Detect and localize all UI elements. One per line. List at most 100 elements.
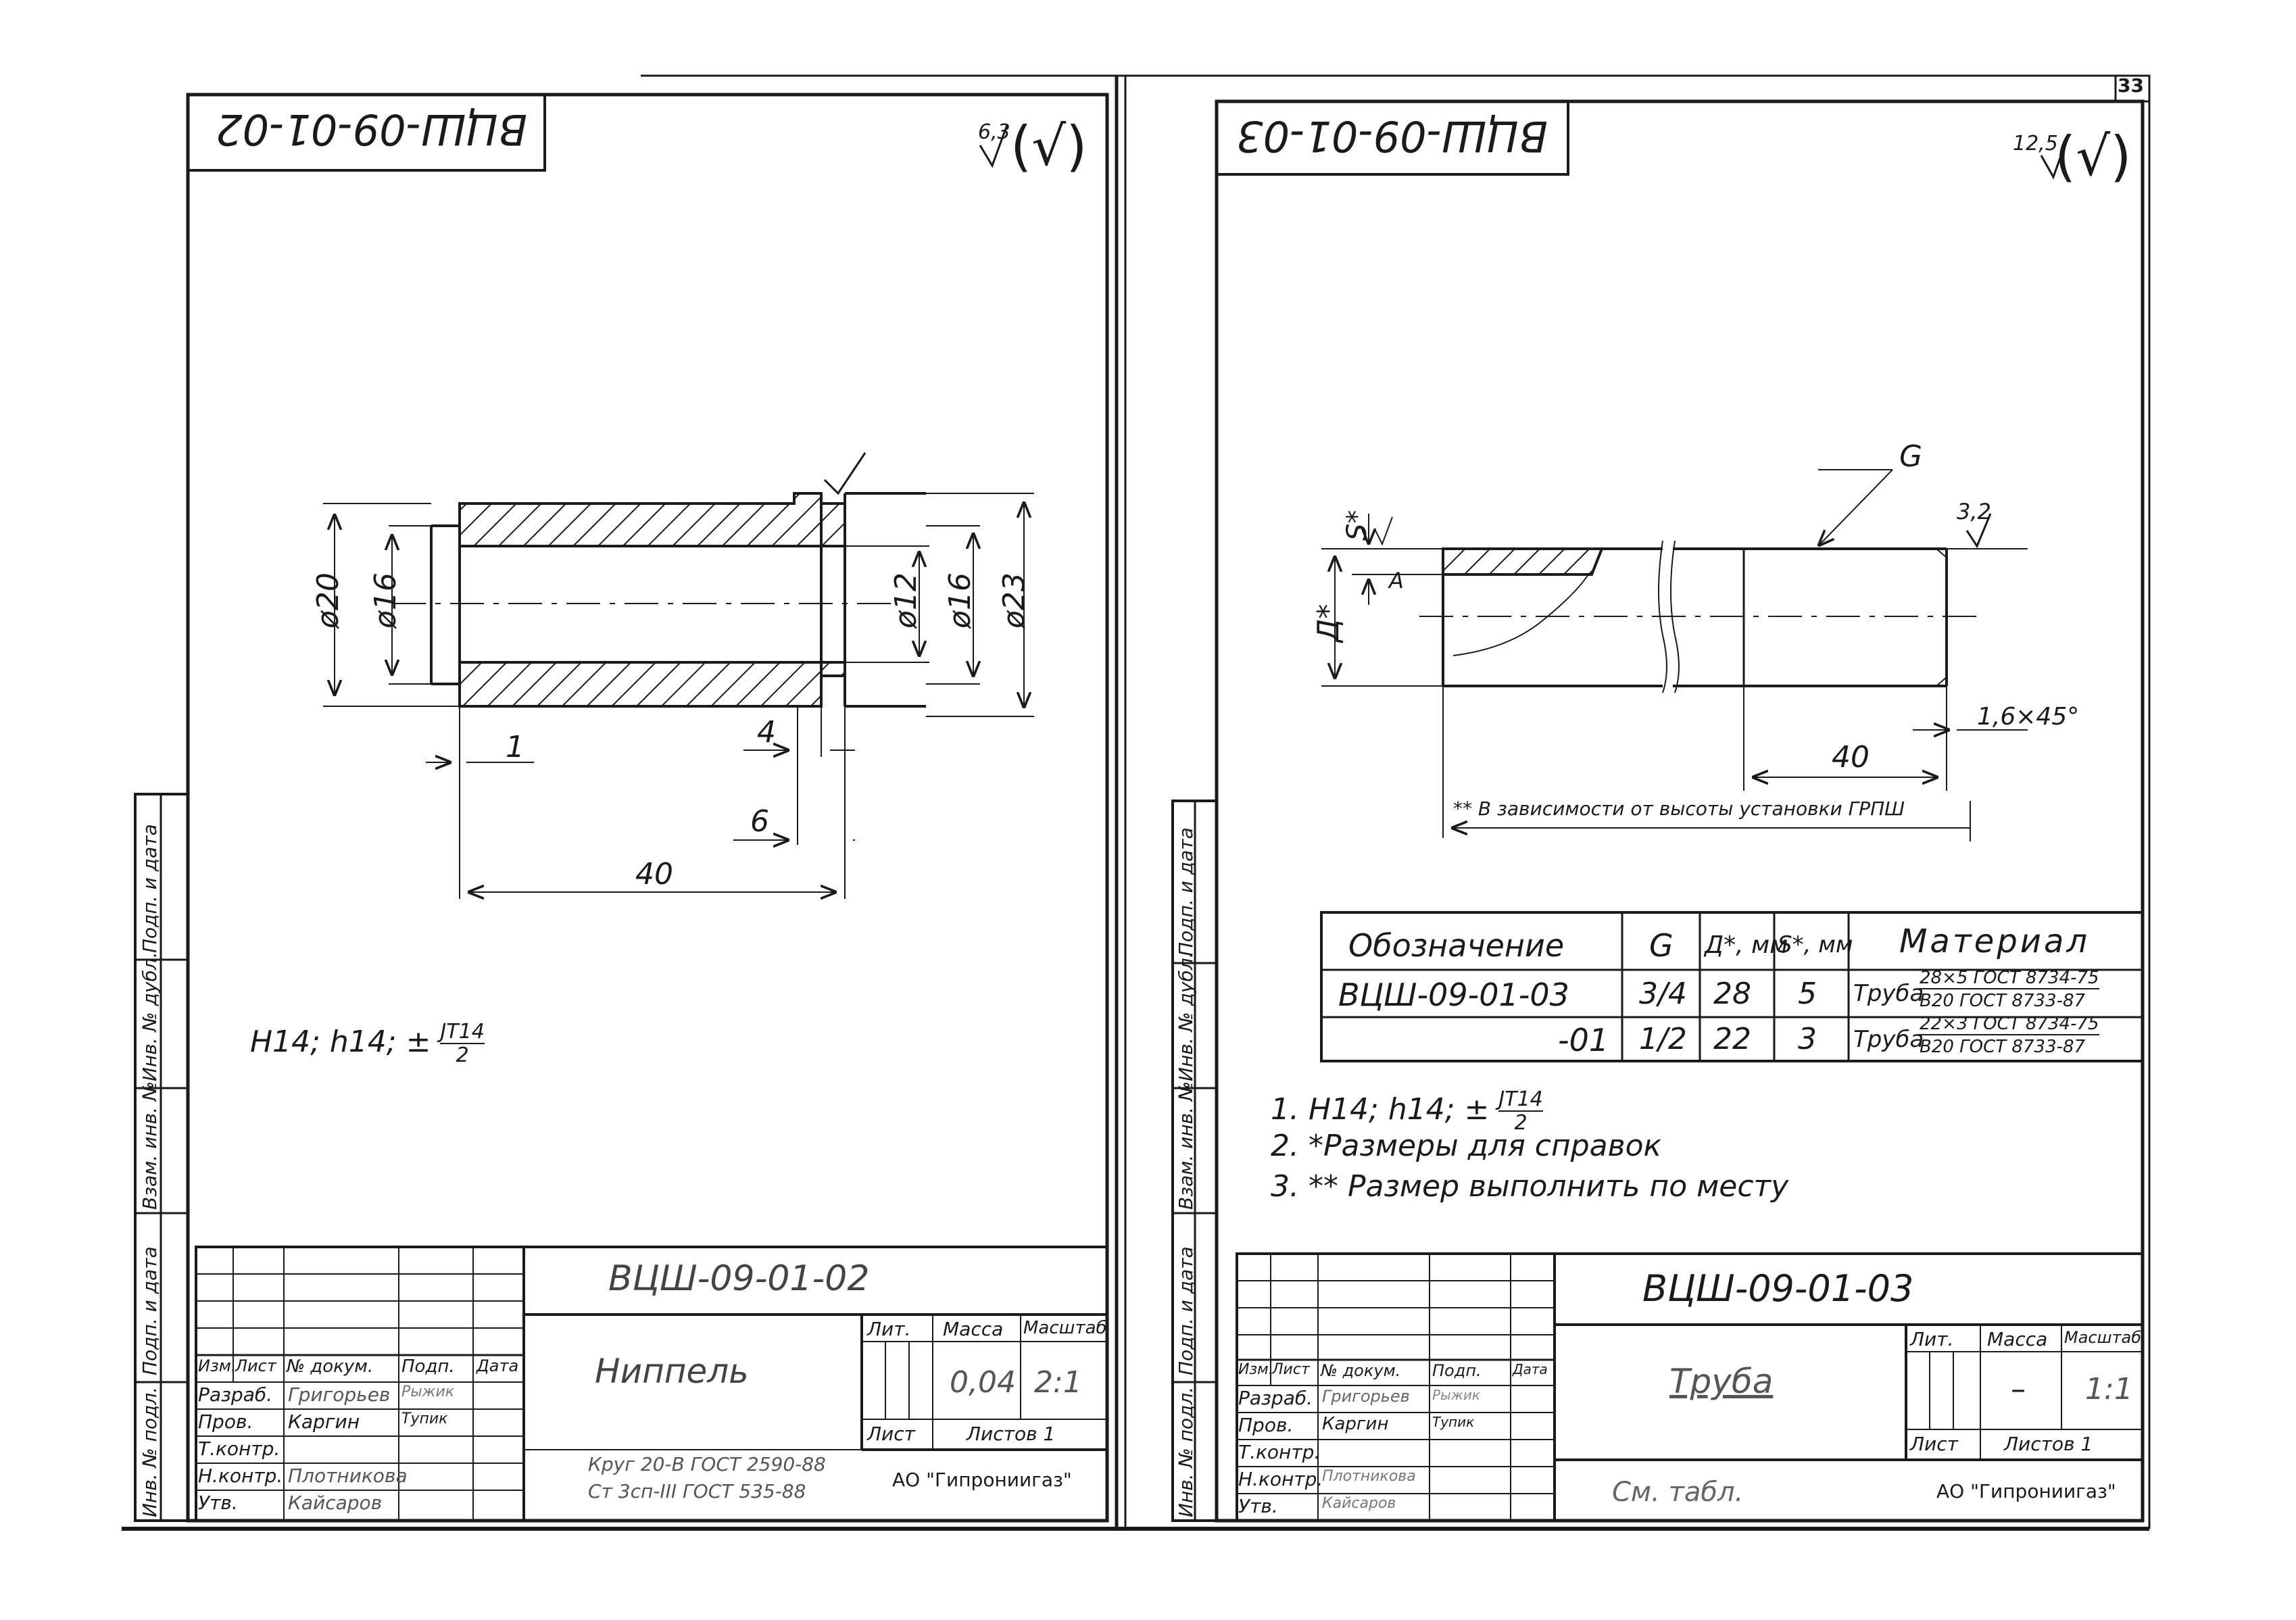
right-tb-lit-label: Лит. (1910, 1328, 1954, 1350)
dim-40-left: 40 (635, 857, 673, 891)
left-tb-role-1: Разраб. (198, 1383, 273, 1406)
left-tb-h-izm: Изм. (198, 1356, 237, 1375)
right-side-label-3: Взам. инв. № (1175, 1081, 1197, 1210)
left-tb-sheet-label: Лист (867, 1423, 915, 1445)
table-h-G: G (1649, 927, 1674, 964)
right-tb-sign-1: Рыжик (1432, 1387, 1480, 1403)
label-surface-32: 3,2 (1957, 499, 1991, 524)
table-row2-S: 3 (1798, 1022, 1817, 1056)
dim-d20: ø20 (311, 572, 345, 629)
right-tb-sheet-label: Лист (1910, 1433, 1958, 1455)
left-tb-sign-1: Рыжик (401, 1383, 455, 1400)
right-tb-h-list: Лист (1272, 1361, 1310, 1378)
dim-4: 4 (757, 715, 776, 750)
table-row2-G: 1/2 (1639, 1022, 1687, 1056)
right-tb-name-5: Кайсаров (1322, 1495, 1396, 1512)
dim-d12: ø12 (889, 572, 923, 629)
right-tb-name-2: Каргин (1322, 1414, 1389, 1434)
table-row1-S: 5 (1798, 977, 1817, 1011)
left-side-label-5: Инв. № подл. (139, 1386, 161, 1517)
right-tb-role-5: Утв. (1238, 1495, 1278, 1517)
left-tb-h-list: Лист (235, 1356, 276, 1375)
right-tb-name-1: Григорьев (1322, 1387, 1410, 1406)
left-tolerance-bottom: 2 (456, 1044, 469, 1067)
left-side-label-3: Взам. инв. № (139, 1081, 161, 1210)
right-tb-h-sign: Подп. (1432, 1361, 1482, 1380)
label-D: Д* (1311, 604, 1346, 642)
left-tb-name-2: Каргин (288, 1410, 360, 1433)
left-tb-sheets-label: Листов 1 (967, 1423, 1056, 1445)
right-tb-org: АО "Гипрониигаз" (1936, 1480, 2116, 1502)
table-row1-mat-bottom: В20 ГОСТ 8733-87 (1920, 991, 2086, 1011)
right-tb-sheets-label: Листов 1 (2004, 1433, 2093, 1455)
table-row1-mat-prefix: Труба (1853, 980, 1924, 1007)
right-side-label-1: Подп. и дата (1175, 827, 1197, 956)
right-tb-designation: ВЦШ-09-01-03 (1642, 1267, 1914, 1310)
table-row2-mat-prefix: Труба (1853, 1026, 1924, 1053)
left-tb-mass: 0,04 (950, 1365, 1016, 1400)
note-3: 3. ** Размер выполнить по месту (1271, 1169, 1789, 1204)
left-tb-mass-label: Масса (943, 1318, 1004, 1340)
left-stamp-code: ВЦШ-09-01-02 (216, 105, 527, 154)
table-h-S: S*, мм (1778, 931, 1853, 958)
left-tb-role-4: Н.контр. (198, 1465, 283, 1487)
note-1-fraction-bottom: 2 (1514, 1111, 1528, 1135)
left-tb-sign-2: Тупик (401, 1410, 448, 1427)
left-tb-h-date: Дата (477, 1356, 519, 1375)
right-tb-role-1: Разраб. (1238, 1387, 1313, 1409)
right-tb-mass: – (2011, 1372, 2026, 1406)
table-h-D: Д*, мм (1705, 931, 1788, 959)
span-note: ** В зависимости от высоты установки ГРП… (1453, 797, 1905, 820)
left-side-label-2: Инв. № дубл. (139, 952, 161, 1081)
table-row1-D: 28 (1713, 977, 1751, 1011)
left-tolerance-top: JT14 (440, 1020, 485, 1044)
left-tb-material-2: Ст 3сп-III ГОСТ 535-88 (588, 1480, 806, 1502)
left-side-label-1: Подп. и дата (139, 824, 161, 953)
label-S: S* (1342, 510, 1373, 541)
label-chamfer: 1,6×45° (1977, 703, 2080, 731)
left-roughness-value: 6,3 (978, 120, 1010, 144)
left-tb-scale-label: Масштаб (1023, 1318, 1107, 1338)
left-roughness-bracket: (√) (1010, 115, 1088, 178)
note-1-text: 1. H14; h14; ± (1271, 1092, 1490, 1127)
left-tb-role-2: Пров. (198, 1410, 253, 1433)
right-tb-name-4: Плотникова (1322, 1468, 1416, 1485)
note-1: 1. H14; h14; ± JT14 2 (1271, 1088, 1543, 1134)
left-tb-name: Ниппель (595, 1352, 749, 1391)
table-h-designation: Обозначение (1348, 927, 1565, 964)
right-tb-role-2: Пров. (1238, 1414, 1294, 1436)
right-tb-role-4: Н.контр. (1238, 1468, 1323, 1490)
left-tb-material-1: Круг 20-В ГОСТ 2590-88 (588, 1453, 826, 1475)
left-tolerance-note: H14; h14; ± JT14 2 (250, 1021, 485, 1066)
left-tolerance-text: H14; h14; ± (250, 1025, 431, 1059)
dim-1: 1 (506, 730, 524, 764)
table-row2-mat-top: 22×3 ГОСТ 8734-75 (1920, 1014, 2099, 1035)
right-tb-h-doc: № докум. (1321, 1361, 1401, 1380)
right-tb-h-date: Дата (1513, 1361, 1548, 1377)
right-tb-name: Труба (1669, 1362, 1774, 1401)
left-tb-role-5: Утв. (198, 1492, 238, 1514)
table-h-material: Материал (1899, 923, 2091, 960)
table-row1-designation: ВЦШ-09-01-03 (1338, 977, 1569, 1013)
right-tb-role-3: Т.контр. (1238, 1441, 1321, 1463)
right-tb-mass-label: Масса (1987, 1328, 2048, 1350)
right-roughness-value: 12,5 (2013, 132, 2058, 155)
dim-40-right: 40 (1832, 740, 1870, 775)
left-tb-name-4: Плотникова (288, 1465, 408, 1487)
dim-d23: ø23 (997, 572, 1031, 629)
right-tb-h-izm: Изм. (1238, 1361, 1273, 1378)
table-row2-designation: -01 (1558, 1022, 1609, 1058)
table-row2-mat-bottom: В20 ГОСТ 8733-87 (1920, 1037, 2086, 1057)
dim-d16-right: ø16 (943, 572, 977, 629)
left-tb-name-5: Кайсаров (288, 1492, 383, 1514)
table-row2-D: 22 (1713, 1022, 1751, 1056)
dim-d16-left: ø16 (368, 572, 403, 629)
left-tb-h-doc: № докум. (287, 1356, 374, 1377)
page-number: 33 (2118, 74, 2144, 97)
table-row1-mat-top: 28×5 ГОСТ 8734-75 (1920, 968, 2099, 989)
left-tb-name-1: Григорьев (288, 1383, 391, 1406)
left-side-label-4: Подп. и дата (139, 1246, 161, 1375)
right-tb-scale: 1:1 (2085, 1372, 2133, 1406)
left-tb-role-3: Т.контр. (198, 1438, 280, 1460)
